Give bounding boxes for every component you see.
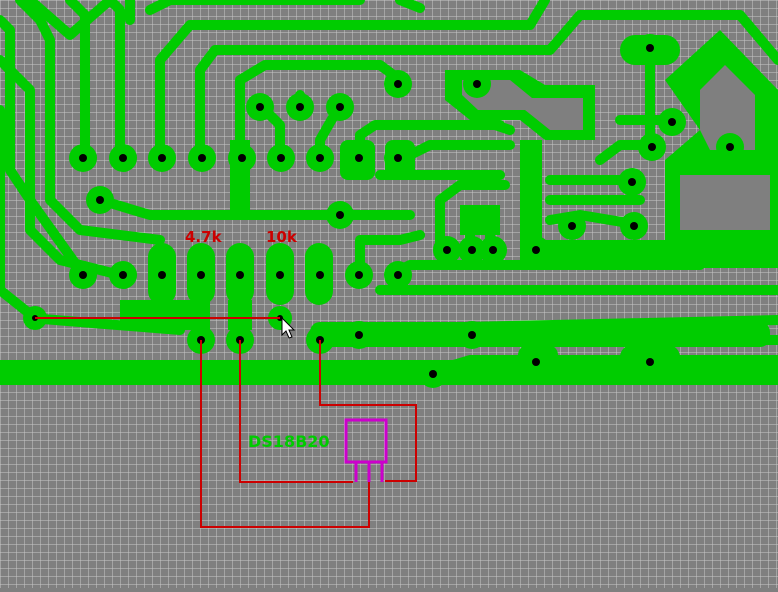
pour-cutout <box>462 80 583 130</box>
trace <box>0 15 85 275</box>
ds18b20-outline <box>344 418 388 482</box>
trace <box>395 0 425 13</box>
copper-pour <box>120 300 210 330</box>
trace <box>0 105 40 323</box>
copper-pour <box>520 140 542 260</box>
label-r1: 4.7k <box>185 228 223 246</box>
label-ds18b20: DS18B20 <box>248 432 330 451</box>
trace <box>235 60 405 165</box>
pour-cutouts <box>462 65 770 230</box>
arrow-cursor-icon <box>281 316 296 339</box>
trace <box>355 230 425 275</box>
wire <box>319 340 417 482</box>
copper-pour <box>520 240 778 268</box>
wire <box>200 340 370 528</box>
trace <box>155 0 550 165</box>
pour-cutout <box>700 65 755 150</box>
trace <box>25 0 115 40</box>
label-r2: 10k <box>266 228 298 246</box>
wire <box>239 340 353 483</box>
round-pads <box>23 34 744 388</box>
trace <box>65 0 90 165</box>
trace <box>145 0 365 15</box>
trace <box>435 180 510 255</box>
ds18b20-body <box>344 418 388 464</box>
copper-pour <box>460 205 500 235</box>
pour-cutout <box>680 175 770 230</box>
trace <box>95 195 415 220</box>
trace <box>195 10 778 165</box>
ds18b20-leads <box>354 462 384 482</box>
pad-stub <box>228 300 252 330</box>
trace <box>15 0 165 245</box>
red-wires <box>35 317 417 528</box>
copper-pour <box>310 322 770 347</box>
